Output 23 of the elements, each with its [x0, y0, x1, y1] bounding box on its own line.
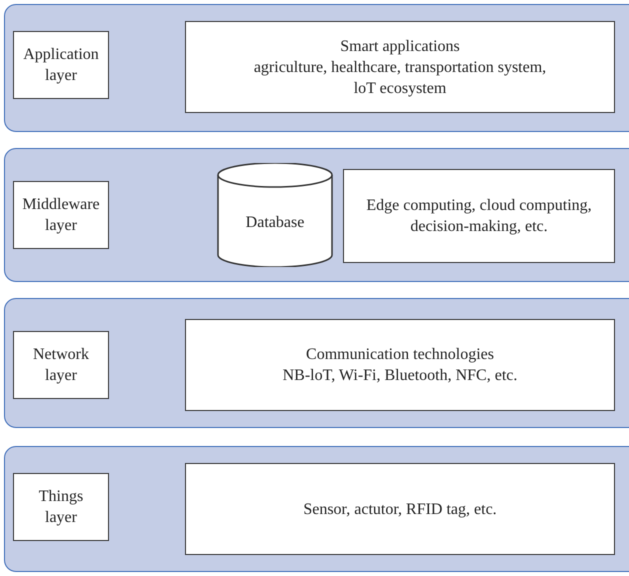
layer-box	[13, 181, 109, 249]
text-box	[185, 21, 615, 113]
box-text: NB-loT, Wi-Fi, Bluetooth, NFC, etc.	[282, 366, 518, 386]
layer-band	[4, 4, 629, 132]
box-heading: Communication technologies	[306, 345, 494, 365]
box-text: Database	[246, 212, 304, 232]
box-text: Edge computing, cloud computing, decision-making, etc.	[365, 196, 593, 237]
text-box	[343, 169, 615, 263]
layer-box	[13, 31, 109, 99]
box-text: Application layer	[22, 45, 100, 86]
box-text: Things layer	[38, 487, 84, 528]
layer-box	[13, 331, 109, 399]
layer-box	[4, 446, 629, 572]
layer-band	[4, 148, 629, 282]
box-heading: Smart applications	[340, 36, 460, 56]
box-text: agriculture, healthcare, transportation system, loT ecosystem	[252, 58, 548, 98]
box-text: Sensor, actutor, RFID tag, etc.	[303, 500, 497, 520]
box-text: Middleware layer	[22, 195, 100, 236]
box-text: Network layer	[32, 345, 90, 386]
text-box	[185, 463, 615, 555]
text-box	[185, 319, 615, 411]
layer-box	[13, 473, 109, 541]
layer-box	[4, 298, 629, 428]
